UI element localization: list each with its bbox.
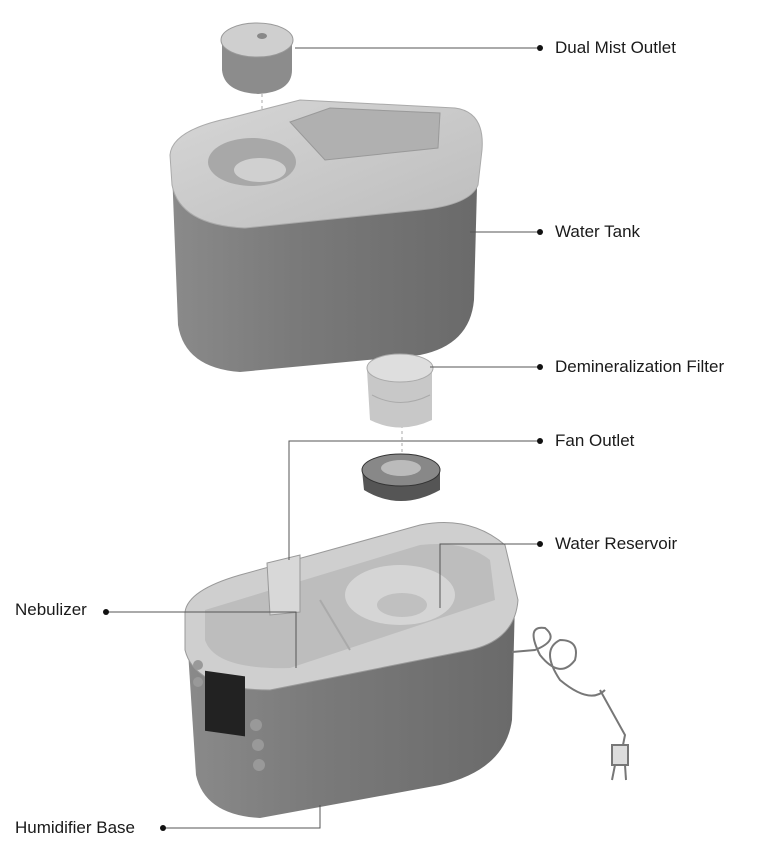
demineralization-filter-part [366,353,434,428]
label-water-tank: Water Tank [555,222,641,241]
leader-lines [108,47,538,829]
fan-outlet-part [361,453,441,501]
label-nebulizer: Nebulizer [15,600,87,619]
label-demineralization-filter: Demineralization Filter [555,357,725,376]
dual-mist-outlet-part [220,22,294,94]
label-dual-mist-outlet: Dual Mist Outlet [555,38,676,57]
label-humidifier-base: Humidifier Base [15,818,135,837]
power-cord [511,626,629,781]
water-tank-part [169,99,483,372]
label-fan-outlet: Fan Outlet [555,431,635,450]
leader-dots [103,45,543,831]
humidifier-base-part [184,522,519,818]
label-water-reservoir: Water Reservoir [555,534,678,553]
